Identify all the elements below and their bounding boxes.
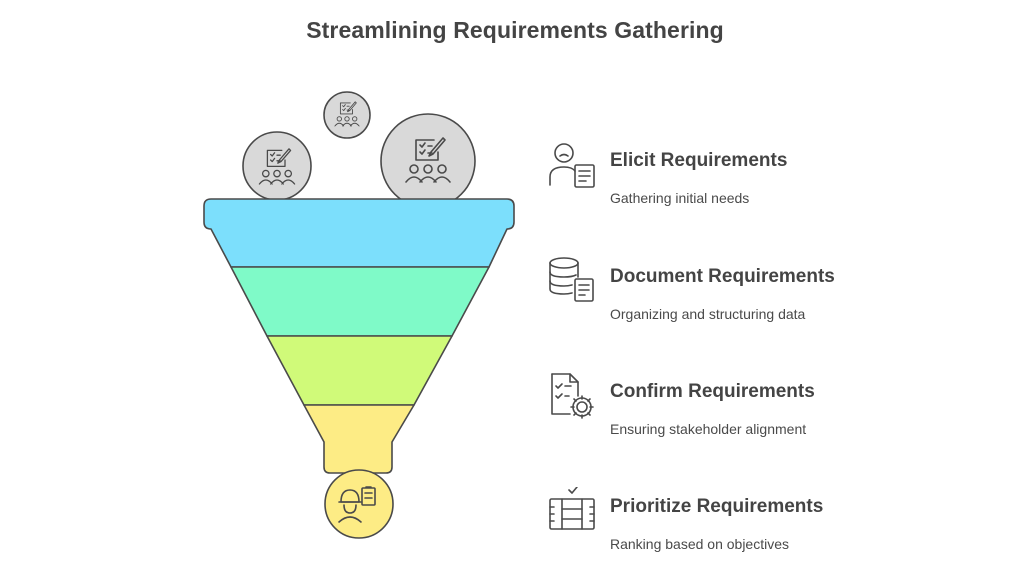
checklist-team-icon xyxy=(258,148,296,185)
step-description: Organizing and structuring data xyxy=(610,306,806,322)
step-description: Gathering initial needs xyxy=(610,190,750,206)
step-elicit-requirements: Elicit Requirements Gathering initial ne… xyxy=(548,141,1008,211)
funnel-layer-4 xyxy=(303,404,415,474)
checklist-team-icon xyxy=(405,137,451,183)
database-document-icon xyxy=(549,257,594,302)
funnel-output xyxy=(324,469,394,539)
step-confirm-requirements: Confirm Requirements Ensuring stakeholde… xyxy=(548,372,1008,442)
step-description: Ranking based on objectives xyxy=(610,536,790,552)
funnel-layer-2 xyxy=(230,266,490,337)
step-prioritize-requirements: Prioritize Requirements Ranking based on… xyxy=(548,487,1008,557)
checklist-gear-icon xyxy=(551,373,594,419)
step-title: Confirm Requirements xyxy=(610,381,815,402)
step-title: Prioritize Requirements xyxy=(610,496,824,517)
checklist-team-icon xyxy=(334,101,360,127)
bubble-large xyxy=(380,113,476,209)
step-document-requirements: Document Requirements Organizing and str… xyxy=(548,257,1008,327)
page-title: Streamlining Requirements Gathering xyxy=(306,17,724,43)
step-description: Ensuring stakeholder alignment xyxy=(610,421,807,437)
worker-clipboard-icon xyxy=(338,486,376,523)
person-document-icon xyxy=(549,143,595,188)
funnel-layer-3 xyxy=(266,335,453,406)
funnel-layer-1 xyxy=(203,198,515,268)
bubble-small xyxy=(323,91,371,139)
ranked-table-icon xyxy=(549,487,595,530)
step-title: Document Requirements xyxy=(610,266,835,287)
bubble-medium xyxy=(242,131,312,201)
step-title: Elicit Requirements xyxy=(610,150,788,171)
